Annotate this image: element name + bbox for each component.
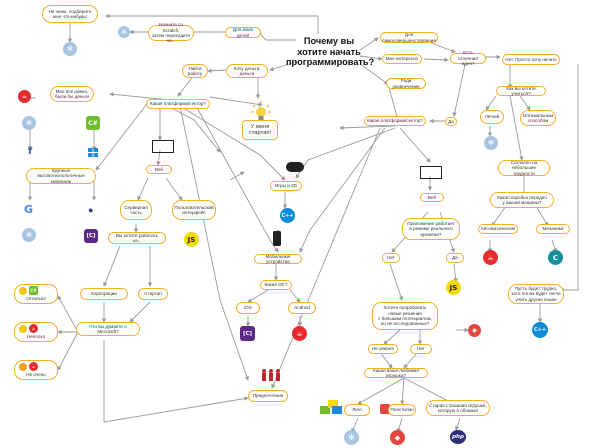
web-right-node[interactable]: Веб — [420, 193, 444, 202]
python-icon: ✻ — [22, 228, 36, 242]
microsoft-question-node[interactable]: Что вы думаете о Microsoft? — [76, 322, 140, 336]
android-node[interactable]: Android — [288, 302, 316, 314]
cpp-icon: C++ — [532, 322, 548, 338]
easy-node[interactable]: Лёгкий — [480, 110, 504, 124]
entertainment-node[interactable]: Ради развлечения — [386, 78, 426, 89]
ruby-icon: ◆ — [468, 324, 481, 337]
platform-left-node[interactable]: Какая платформа/сектор? — [146, 99, 210, 109]
dont-care-money-node[interactable]: Мне всё равно, были бы деньги — [50, 86, 94, 102]
python-icon: ✻ — [484, 136, 498, 150]
windows-icon — [88, 148, 98, 157]
hard-way-node[interactable]: Пусть будет трудно, зато потом будет лег… — [508, 284, 564, 304]
ruby-icon: ◆ — [390, 430, 405, 445]
objc-icon: [C] — [84, 229, 98, 243]
neutral-node[interactable]: ☕ Неплохо — [14, 322, 58, 342]
new-solutions-node[interactable]: Хотите попробовать новые решения с больш… — [372, 302, 438, 330]
great-node[interactable]: C# Отлично! — [14, 284, 58, 304]
apple-icon: ● — [88, 205, 94, 215]
lightbulb-icon — [250, 100, 272, 122]
have-idea-node[interactable]: Есть отличная идея? — [450, 50, 486, 66]
yes-realtime-node[interactable]: Да — [446, 253, 464, 263]
automatic-node[interactable]: Автоматическая — [478, 224, 518, 234]
bad-node[interactable]: ☕ Не очень — [14, 360, 58, 380]
server-side-node[interactable]: Серверная часть — [120, 200, 152, 220]
no-new-node[interactable]: Нет — [410, 344, 432, 354]
gamepad-icon — [286, 162, 304, 172]
some-difficulty-node[interactable]: Согласен на небольшие трудности — [498, 160, 550, 176]
dont-know-node[interactable]: Не знаю, подберите мне что-нибудь! — [42, 5, 98, 23]
ui-node[interactable]: Пользовательский интерфейс — [172, 200, 216, 220]
manual-node[interactable]: Механика — [536, 224, 570, 234]
yes-idea-node[interactable]: Да — [445, 117, 457, 126]
java-icon: ☕ — [29, 362, 38, 371]
interesting-node[interactable]: Мне интересно — [382, 54, 422, 64]
monitor-icon — [420, 166, 442, 179]
js-icon: JS — [446, 280, 461, 295]
python-icon: ✻ — [118, 26, 130, 38]
realtime-question-node[interactable]: Приложение работает в режиме реального в… — [402, 218, 460, 240]
smile-icon — [19, 287, 27, 295]
want-money-node[interactable]: Хочу деньги, деньги — [226, 64, 268, 78]
not-sure-node[interactable]: Не уверен — [368, 344, 398, 354]
php-icon: php — [450, 430, 466, 444]
great-label: Отлично! — [26, 295, 46, 301]
corporations-node[interactable]: Корпорации — [80, 288, 128, 300]
old-toy-node[interactable]: Старая страшная игрушка, которую я обожа… — [426, 400, 490, 416]
java-icon: ☕ — [483, 250, 498, 265]
java-icon: ☕ — [29, 324, 38, 333]
python-icon: ✻ — [22, 116, 36, 130]
c-icon: C — [548, 250, 563, 265]
want-work-node[interactable]: Вы хотите работать на... — [108, 232, 166, 244]
favorite-toy-node[interactable]: Какая ваша любимая игрушка? — [364, 368, 428, 378]
which-gearbox-node[interactable]: Какая коробка передач у вашей машины? — [490, 192, 554, 208]
js-icon: JS — [184, 232, 199, 247]
google-icon: G — [24, 203, 34, 216]
mobile-node[interactable]: Мобильные устройства — [254, 254, 302, 264]
optimal-node[interactable]: Оптимальным способом — [520, 110, 556, 126]
preferences-node[interactable]: Предпочтения — [248, 390, 288, 402]
csharp-icon: C# — [86, 116, 100, 130]
sad-face-icon — [19, 363, 27, 371]
which-os-node[interactable]: Какая ОС? — [260, 280, 292, 290]
how-learn-node[interactable]: Как вы хотите учиться? — [496, 86, 546, 96]
games-3d-node[interactable]: Игры и 3D — [270, 181, 302, 191]
just-start-node[interactable]: Нет. Просто хочу начать — [502, 54, 560, 65]
self-improve-node[interactable]: Для самосовершенствования — [380, 32, 438, 43]
facebook-icon: f — [27, 146, 33, 157]
objc-icon: [C] — [240, 326, 255, 341]
platform-right-node[interactable]: Какая платформа/сектор? — [364, 116, 426, 126]
web-left-node[interactable]: Веб — [146, 165, 172, 174]
get-job-node[interactable]: Найти работу — [182, 64, 208, 78]
startup-option-node[interactable]: Стартап — [138, 288, 168, 300]
people-icon — [260, 368, 282, 382]
scratch-node[interactable]: Начните со Scratch, затем переходите на.… — [148, 22, 194, 43]
not-realtime-node[interactable]: Нет — [382, 253, 400, 263]
monitor-icon — [152, 140, 174, 153]
playdough-icon — [380, 404, 390, 414]
bad-label: Не очень — [26, 371, 46, 377]
java-icon: ☕ — [292, 326, 307, 341]
ios-node[interactable]: iOS — [236, 302, 260, 314]
python-icon: ✻ — [344, 430, 359, 445]
big-tech-node[interactable]: Крупные высокотехнологичные компании — [26, 168, 96, 184]
neutral-face-icon — [19, 325, 27, 333]
lego-icon — [320, 400, 342, 414]
for-kids-node[interactable]: Для моих детей — [225, 27, 261, 38]
main-question-title: Почему вы хотите начать программировать? — [286, 36, 375, 67]
java-icon: ☕ — [18, 90, 31, 103]
lego-node[interactable]: Лего — [344, 404, 370, 416]
startup-box[interactable]: У меня стартап! — [242, 120, 278, 140]
cpp-icon: C++ — [280, 208, 295, 223]
neutral-label: Неплохо — [26, 333, 46, 339]
python-icon: ✻ — [63, 42, 77, 56]
playdough-node[interactable]: Пластилин — [388, 404, 416, 416]
csharp-icon: C# — [29, 286, 38, 295]
smartphone-icon — [273, 231, 281, 246]
